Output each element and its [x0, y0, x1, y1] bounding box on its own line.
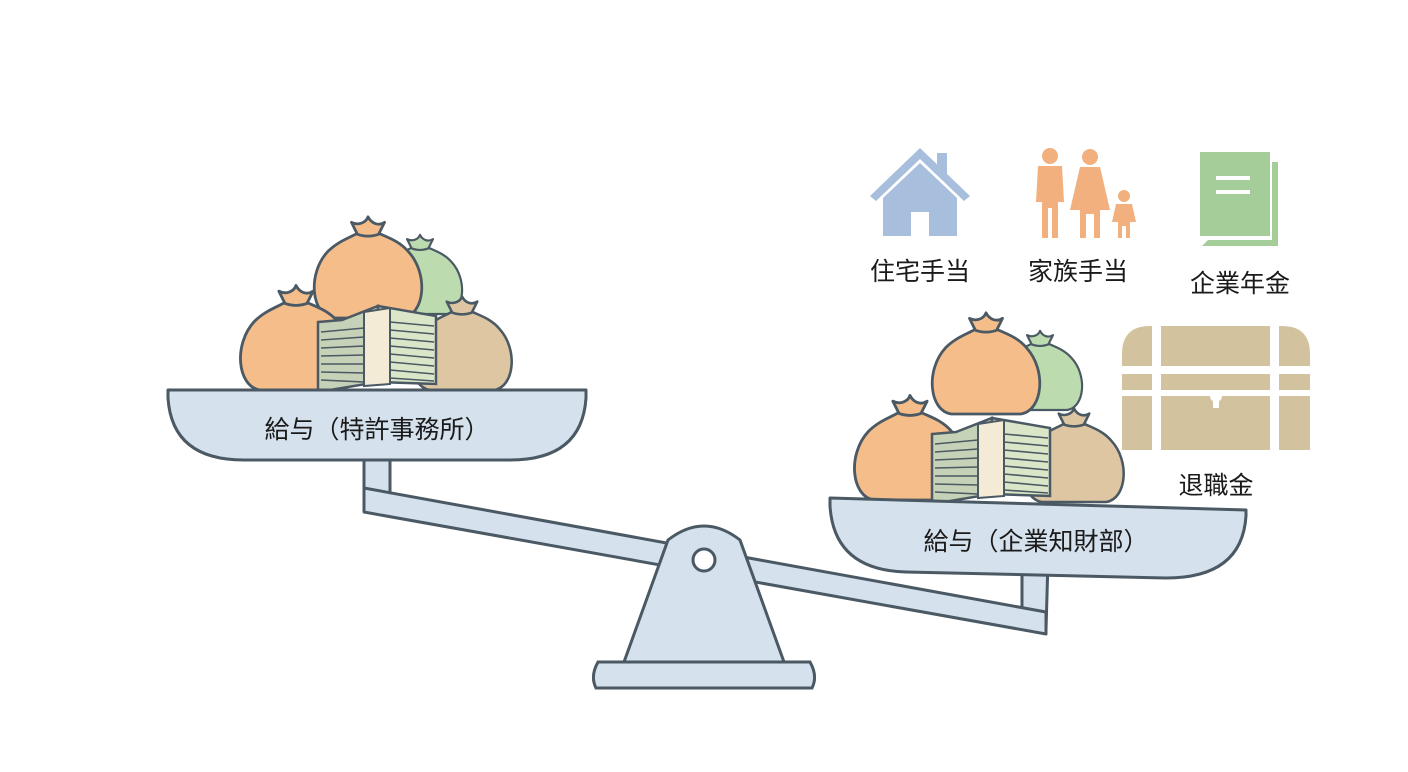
pivot-icon: [691, 547, 717, 573]
treasure-chest-icon: [1122, 326, 1310, 450]
money-bag-icon: [312, 215, 424, 320]
right-pan-label: 給与（企業知財部）: [923, 527, 1148, 556]
left-pan-label: 給与（特許事務所）: [264, 415, 489, 444]
book-icon: [1200, 152, 1278, 246]
benefit-label-pension: 企業年金: [1190, 269, 1290, 298]
left-pan: [166, 388, 588, 462]
benefit-label-family: 家族手当: [1028, 257, 1128, 286]
money-bag-icon: [930, 311, 1042, 416]
family-icon: [1036, 148, 1136, 238]
scale-base: [591, 660, 817, 690]
right-pan: [828, 496, 1248, 580]
right-money-pile: [853, 311, 1125, 506]
left-money-pile: [239, 215, 513, 394]
fulcrum-stand: [622, 524, 786, 664]
house-icon: [870, 148, 970, 236]
benefit-label-housing: 住宅手当: [870, 257, 970, 286]
benefit-label-retirement: 退職金: [1178, 471, 1253, 500]
